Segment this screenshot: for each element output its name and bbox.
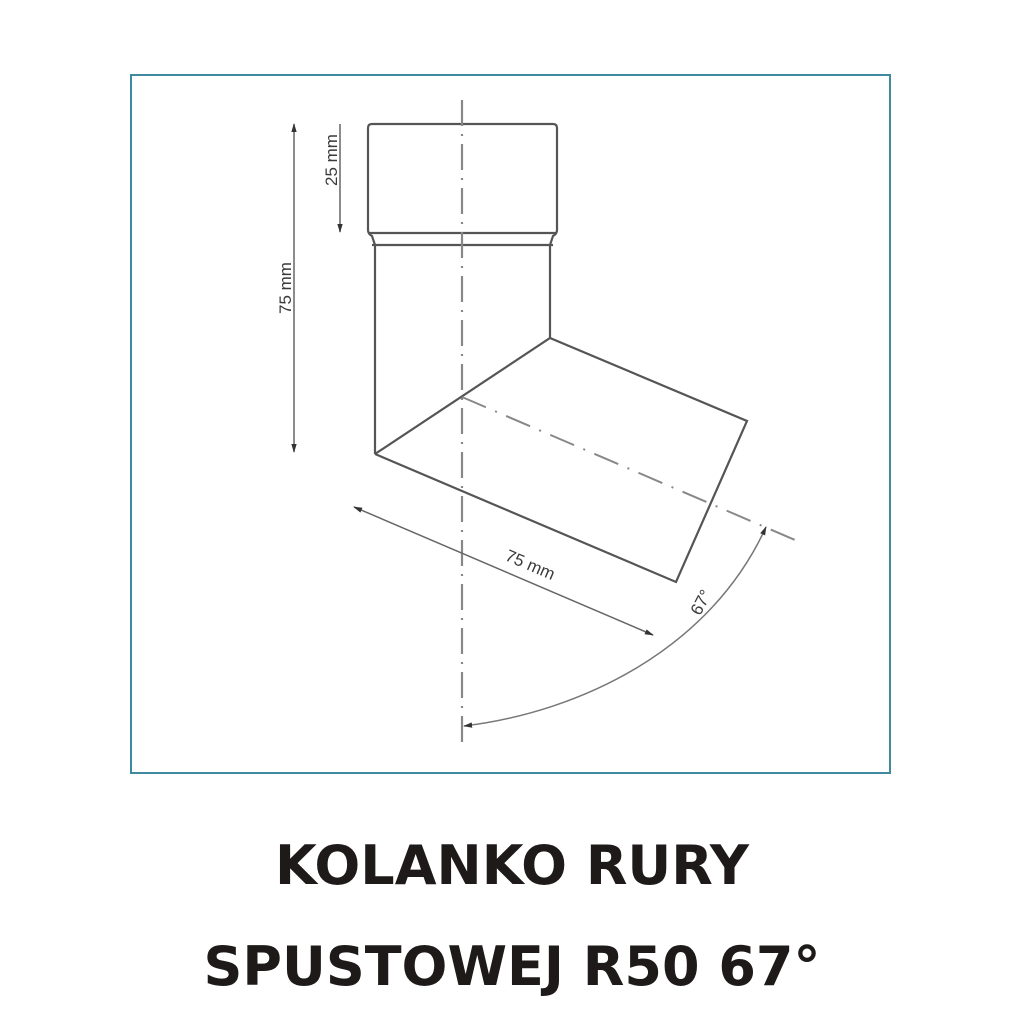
- dimension-label-outlet-length: 75 mm: [503, 546, 558, 584]
- pipe-outlet: [374, 336, 749, 584]
- dimension-label-angle: 67°: [687, 587, 716, 619]
- dimension-outlet-length: 75 mm: [353, 506, 654, 636]
- dimension-label-total-height: 75 mm: [276, 262, 295, 314]
- pipe-socket: [366, 122, 559, 247]
- dimension-total-height: 75 mm: [276, 123, 297, 453]
- pipe-body: [373, 245, 552, 454]
- dimension-socket-height: 25 mm: [322, 124, 343, 233]
- outlet-centerline: [461, 396, 796, 541]
- product-title-line-1: KOLANKO RURY: [274, 834, 749, 897]
- product-title-line-2: SPUSTOWEJ R50 67°: [203, 935, 821, 998]
- dimension-label-socket-height: 25 mm: [322, 134, 341, 186]
